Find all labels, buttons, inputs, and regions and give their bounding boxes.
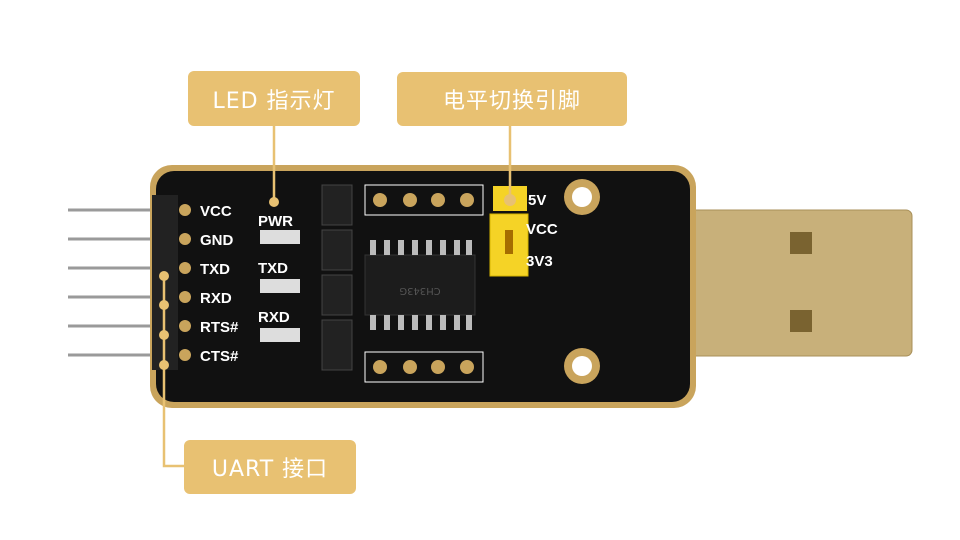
pin-label-vcc: VCC	[200, 203, 232, 220]
led-pwr	[260, 230, 300, 244]
jumper-label-5v: 5V	[528, 192, 546, 209]
jumper-label-vcc: VCC	[526, 221, 558, 238]
header-pins	[68, 208, 160, 357]
jumper-label-3v3: 3V3	[526, 253, 553, 270]
callout-level-switch: 电平切换引脚	[397, 72, 627, 126]
led-rxd	[260, 328, 300, 342]
pin-label-rxd: RXD	[200, 290, 232, 307]
pin-label-txd: TXD	[200, 261, 230, 278]
led-txd	[260, 279, 300, 293]
leader-dots	[159, 194, 516, 370]
led-label-pwr: PWR	[258, 213, 293, 230]
pin-label-gnd: GND	[200, 232, 234, 249]
led-label-rxd: RXD	[258, 309, 290, 326]
led-label-txd: TXD	[258, 260, 288, 277]
chip-marking: CH343G	[399, 285, 440, 296]
callout-uart: UART 接口	[184, 440, 356, 494]
pin-label-rts: RTS#	[200, 319, 239, 336]
callout-led: LED 指示灯	[188, 71, 360, 126]
pin-label-cts: CTS#	[200, 348, 239, 365]
chip	[364, 254, 476, 316]
